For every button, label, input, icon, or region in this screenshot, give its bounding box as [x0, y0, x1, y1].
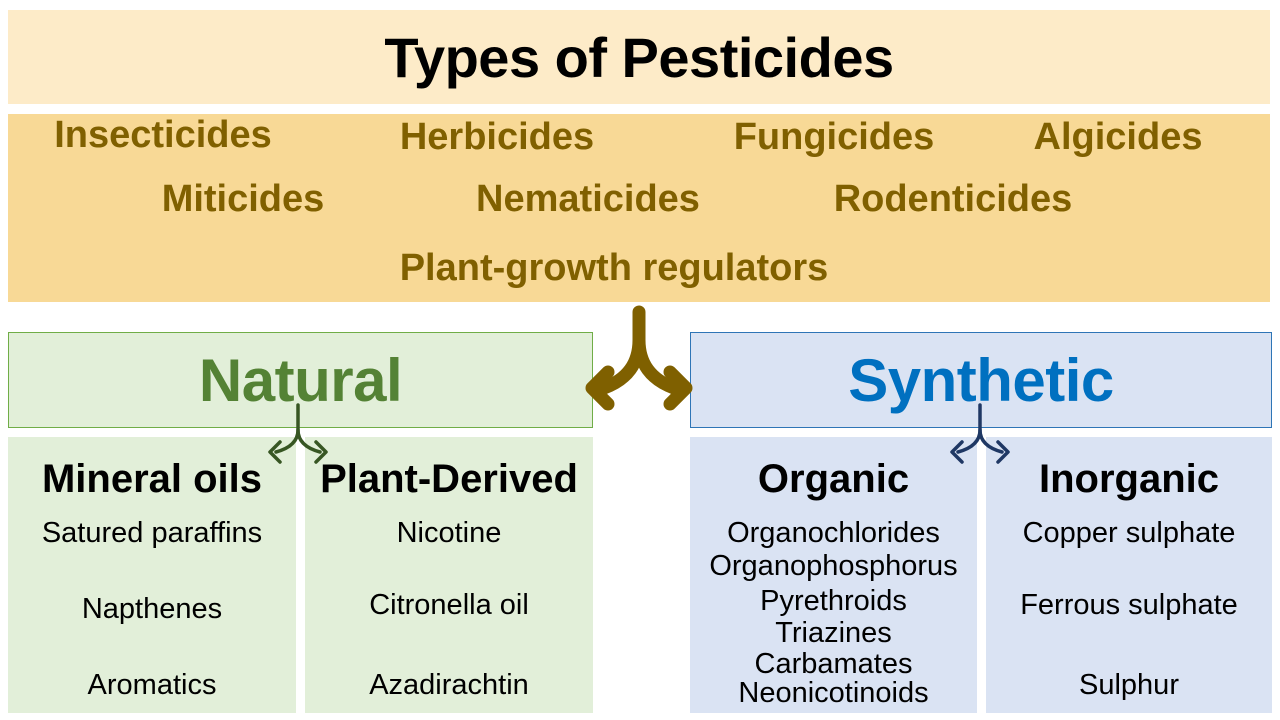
- list-item: Napthenes: [81, 593, 223, 625]
- organic-heading: Organic: [757, 457, 910, 501]
- list-item: Pyrethroids: [760, 585, 907, 617]
- title-banner: [8, 10, 1270, 104]
- list-item: Copper sulphate: [1022, 517, 1236, 549]
- type-miticides: Miticides: [161, 178, 325, 220]
- list-item: Citronella oil: [369, 589, 529, 621]
- list-item: Sulphur: [1079, 669, 1179, 701]
- synthetic-label: Synthetic: [848, 346, 1114, 414]
- list-item: Neonicotinoids: [738, 677, 929, 709]
- list-item: Carbamates: [754, 648, 913, 680]
- organic-panel: Organic Organochlorides Organophosphorus…: [690, 437, 977, 713]
- synthetic-category-box: Synthetic: [690, 332, 1272, 428]
- list-item: Azadirachtin: [369, 669, 529, 701]
- type-insecticides: Insecticides: [54, 114, 272, 156]
- plant-derived-heading: Plant-Derived: [320, 457, 578, 501]
- inorganic-panel: Inorganic Copper sulphate Ferrous sulpha…: [986, 437, 1272, 713]
- type-herbicides: Herbicides: [399, 116, 595, 158]
- list-item: Ferrous sulphate: [1020, 589, 1238, 621]
- list-item: Nicotine: [396, 517, 502, 549]
- type-rodenticides: Rodenticides: [833, 178, 1073, 220]
- pesticide-types-panel: Insecticides Herbicides Fungicides Algic…: [8, 114, 1270, 302]
- type-nematicides: Nematicides: [476, 178, 700, 220]
- mineral-oils-heading: Mineral oils: [41, 457, 263, 501]
- type-fungicides: Fungicides: [733, 116, 935, 158]
- type-plant-growth-regulators: Plant-growth regulators: [399, 247, 829, 289]
- inorganic-heading: Inorganic: [1038, 457, 1220, 501]
- natural-label: Natural: [198, 346, 403, 414]
- list-item: Triazines: [775, 617, 892, 649]
- plant-derived-panel: Plant-Derived Nicotine Citronella oil Az…: [305, 437, 593, 713]
- mineral-oils-panel: Mineral oils Satured paraffins Napthenes…: [8, 437, 296, 713]
- list-item: Organochlorides: [727, 517, 940, 549]
- type-algicides: Algicides: [1033, 116, 1203, 158]
- list-item: Aromatics: [87, 669, 217, 701]
- main-split-arrow-icon: [585, 305, 693, 411]
- list-item: Satured paraffins: [41, 517, 263, 549]
- synthetic-split-arrow-icon: [950, 403, 1010, 464]
- natural-split-arrow-icon: [268, 403, 328, 464]
- page-title: Types of Pesticides: [384, 25, 894, 89]
- list-item: Organophosphorus: [709, 550, 958, 582]
- natural-category-box: Natural: [8, 332, 593, 428]
